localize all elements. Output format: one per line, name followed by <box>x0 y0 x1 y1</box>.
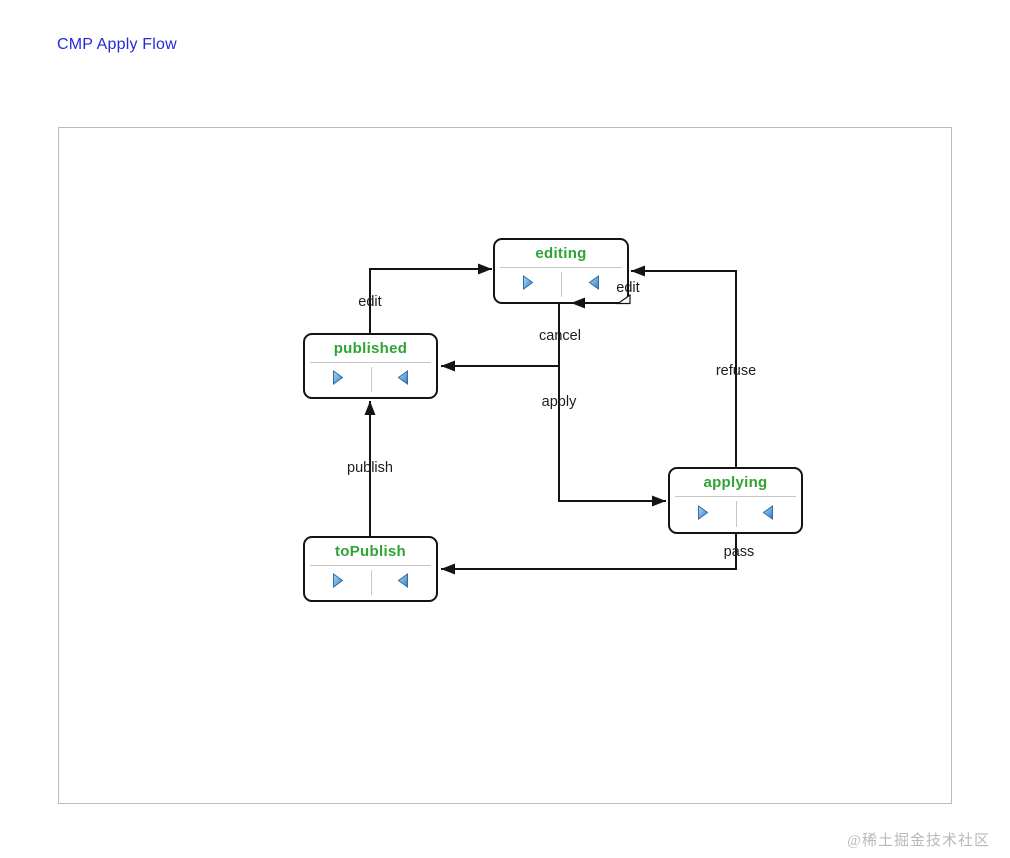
edge-label-publish-topublish-to-published: publish <box>347 460 393 476</box>
edge-edit-published-to-editing <box>369 263 492 333</box>
page-title: CMP Apply Flow <box>57 36 177 53</box>
edge-refuse-applying-to-editing <box>631 265 737 467</box>
state-node-label: applying <box>703 474 768 491</box>
expander-left-icon <box>588 275 600 295</box>
edge-pass-applying-to-topublish <box>441 534 737 575</box>
expander-left-icon <box>397 573 409 593</box>
state-node-applying: applying <box>668 467 803 534</box>
expander-right-icon <box>522 275 534 295</box>
expander-right-icon <box>332 573 344 593</box>
node-divider <box>370 570 372 595</box>
edge-layer: edit cancel apply refuse pass publish edit <box>347 263 756 575</box>
edge-apply-editing-to-applying <box>558 366 666 507</box>
state-node-label: toPublish <box>334 543 407 560</box>
hollow-arrow-icon <box>616 293 631 305</box>
node-divider <box>310 565 431 566</box>
watermark: @稀土掘金技术社区 <box>847 833 990 849</box>
expander-left-icon <box>762 504 774 525</box>
edge-label-refuse-applying-to-editing: refuse <box>716 363 756 379</box>
diagram-canvas: editing published applying toPublish edit ca… <box>58 127 952 804</box>
state-node-label: editing <box>535 245 587 262</box>
state-node-published: published <box>303 333 438 399</box>
expander-right-icon <box>332 370 344 390</box>
edge-label-edit-published-to-editing: edit <box>358 294 381 310</box>
edge-label-edit-into-editing-bottom: edit <box>616 280 639 296</box>
edge-label-pass-applying-to-topublish: pass <box>724 544 755 560</box>
node-divider <box>370 367 372 392</box>
state-node-editing: editing <box>493 238 629 304</box>
state-node-label: published <box>333 340 408 357</box>
edge-label-apply-editing-to-applying: apply <box>542 394 577 410</box>
state-node-toPublish: toPublish <box>303 536 438 602</box>
expander-left-icon <box>397 370 409 390</box>
edge-label-cancel-editing-to-published: cancel <box>539 328 581 344</box>
node-divider <box>310 362 431 363</box>
node-divider <box>561 272 562 297</box>
expander-right-icon <box>697 504 709 525</box>
node-divider <box>675 496 796 497</box>
node-divider <box>735 501 737 527</box>
node-divider <box>500 267 622 268</box>
